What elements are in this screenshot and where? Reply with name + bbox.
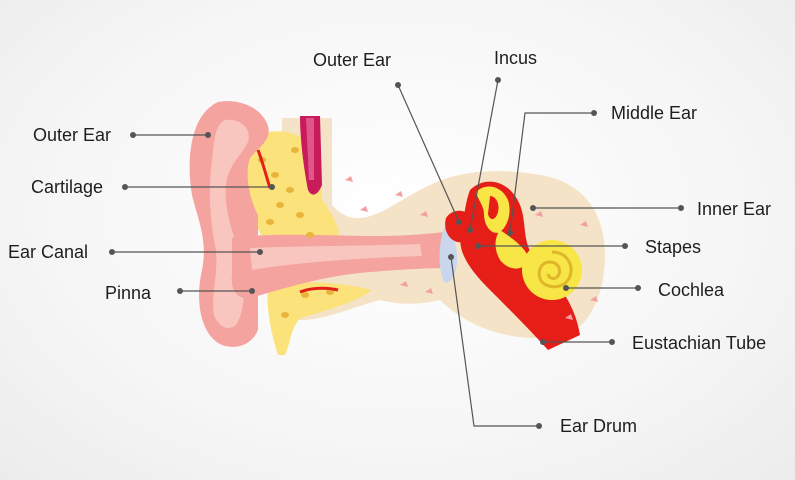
- label-incus: Incus: [494, 48, 538, 68]
- label-ear-drum: Ear Drum: [560, 416, 638, 436]
- label-pinna: Pinna: [105, 283, 152, 303]
- label-eustachian-tube: Eustachian Tube: [632, 333, 767, 353]
- fatty-tissue-lower: [267, 282, 372, 355]
- label-inner-ear: Inner Ear: [697, 199, 772, 219]
- leader-dots: [109, 77, 684, 429]
- label-ear-canal: Ear Canal: [8, 242, 89, 262]
- bone-speckles: [345, 176, 598, 320]
- label-outer-ear-left: Outer Ear: [33, 125, 112, 145]
- label-middle-ear: Middle Ear: [611, 103, 698, 123]
- label-outer-ear-top: Outer Ear: [313, 50, 392, 70]
- label-stapes: Stapes: [645, 237, 702, 257]
- cochlea-shape: [522, 240, 582, 300]
- label-cochlea: Cochlea: [658, 280, 725, 300]
- leader-lines: [112, 79, 681, 427]
- label-cartilage: Cartilage: [31, 177, 104, 197]
